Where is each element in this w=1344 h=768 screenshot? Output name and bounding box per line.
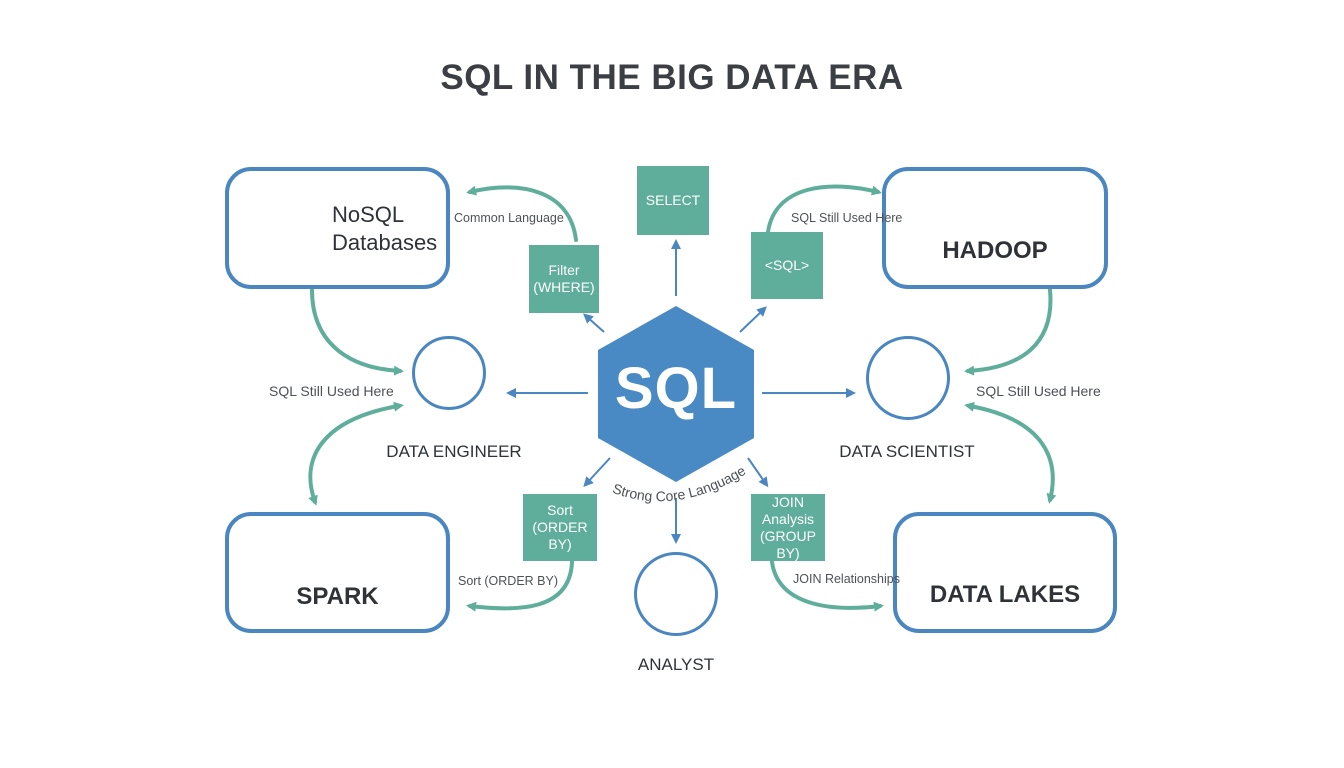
teal-connectors [308,184,1057,612]
scientist-circle[interactable] [866,336,950,420]
arrow-hadoop-to-scientist [964,288,1053,376]
join-line1: JOIN [772,493,804,510]
arrow-filter-to-nosql [466,185,578,242]
caption-sql-used-hadoop: SQL Still Used Here [791,211,903,225]
select-label: SELECT [645,192,701,208]
sql-hexagon[interactable] [598,306,754,482]
sql-tag-square[interactable]: <SQL> [751,232,823,299]
arrow-scientist-lakes [964,401,1057,504]
arrow-join-to-lakes [770,560,884,612]
center-arrows [506,239,856,544]
hadoop-label: HADOOP [942,237,1048,264]
engineer-label: DATA ENGINEER [386,442,522,461]
arrow-nosql-to-engineer [310,288,404,376]
arrow-sort-to-spark [466,560,574,612]
nosql-label: NoSQL Databases [332,201,437,257]
arrow-engineer-spark [308,401,404,506]
filter-line2: (WHERE) [533,279,595,295]
spark-box[interactable] [225,512,450,633]
engineer-circle[interactable] [412,336,486,410]
sort-line1: Sort [547,502,573,518]
filter-square[interactable]: Filter (WHERE) [529,245,599,313]
nosql-line1: NoSQL [332,202,405,227]
page-title: SQL IN THE BIG DATA ERA [440,58,904,97]
select-square[interactable]: SELECT [637,166,709,235]
join-line2: Analysis [761,510,815,527]
hadoop-box[interactable] [882,167,1108,289]
caption-sql-used-engineer: SQL Still Used Here [269,383,394,399]
caption-join-relationships: JOIN Relationships [793,572,900,586]
caption-common-language: Common Language [454,211,564,225]
data-lakes-box[interactable] [893,512,1117,633]
arrow-to-sqltag [739,306,767,333]
join-square[interactable]: JOIN Analysis (GROUP BY) [751,494,825,561]
nosql-line2: Databases [332,230,438,255]
sort-square[interactable]: Sort (ORDER BY) [523,494,597,561]
arrow-to-filter [583,313,605,333]
filter-line1: Filter [548,262,580,278]
scientist-label: DATA SCIENTIST [839,442,975,461]
spark-label: SPARK [296,583,379,610]
sql-center-label: SQL [614,356,738,421]
sort-line2: (ORDER BY) [532,519,588,552]
caption-sql-used-scientist: SQL Still Used Here [976,383,1101,399]
sql-tag-label: <SQL> [764,257,810,273]
analyst-label: ANALYST [637,655,715,674]
arrow-to-join [747,457,769,488]
nosql-box[interactable] [225,167,450,289]
arrow-to-sort [583,457,611,487]
data-lakes-label: DATA LAKES [929,581,1081,608]
join-line3: (GROUP BY) [760,527,816,561]
arrow-sqltag-to-hadoop [766,184,882,234]
analyst-circle[interactable] [634,552,718,636]
caption-sort-order-by: Sort (ORDER BY) [458,574,559,588]
